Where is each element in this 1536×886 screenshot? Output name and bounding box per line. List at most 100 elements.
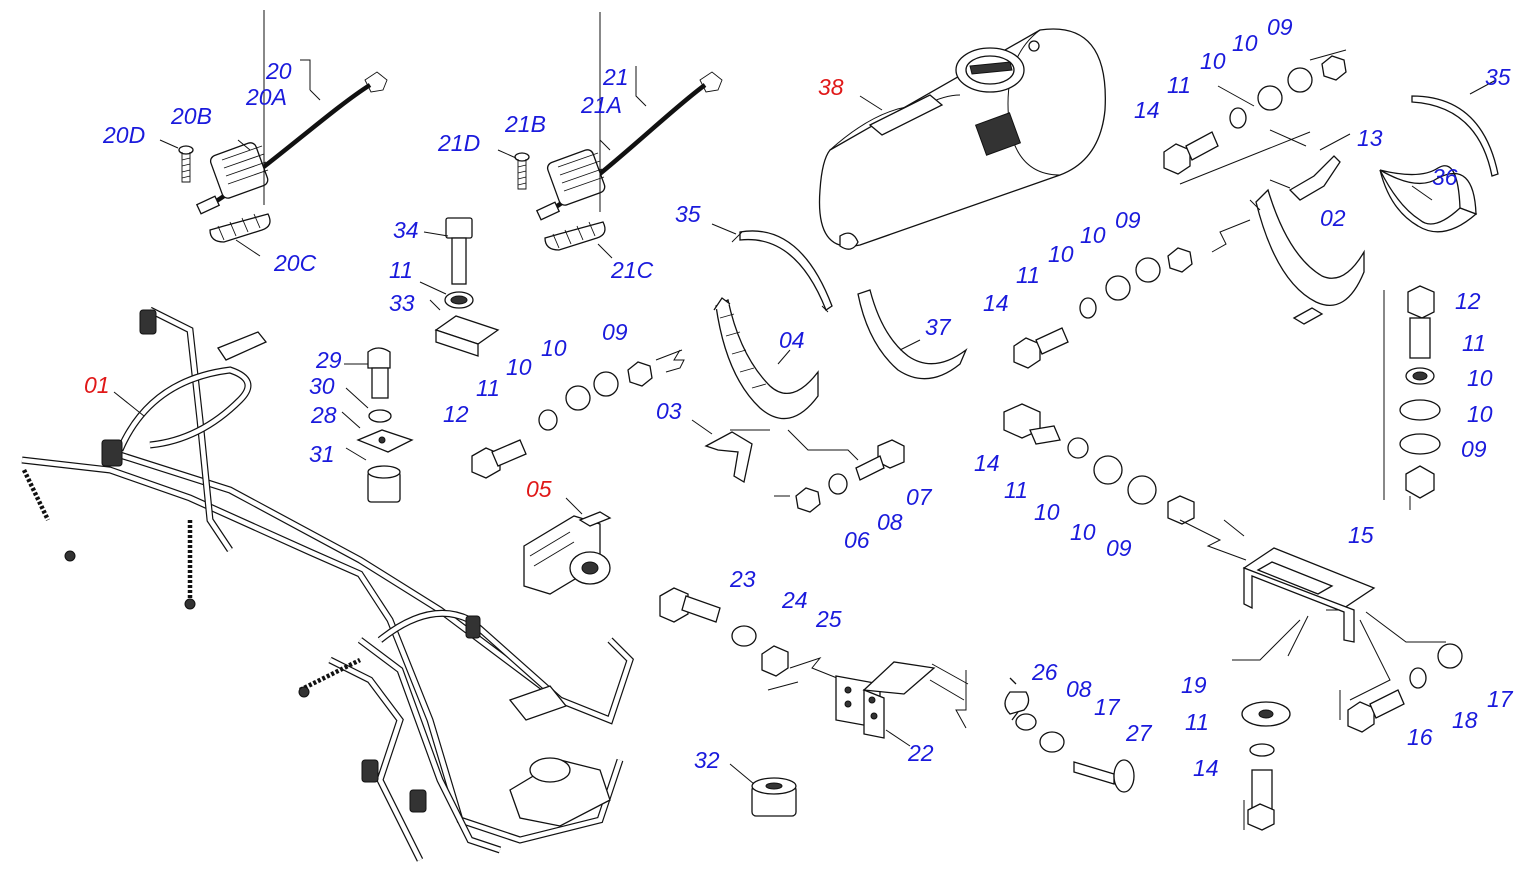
part-label-10-e[interactable]: 10 (1080, 222, 1106, 248)
part-label-09-d[interactable]: 09 (1461, 436, 1487, 462)
part-label-21c[interactable]: 21C (611, 257, 654, 283)
bolt-set-lower (1003, 403, 1247, 561)
part-label-27[interactable]: 27 (1126, 720, 1152, 746)
part-label-12-b[interactable]: 12 (1455, 288, 1481, 314)
part-label-09-e[interactable]: 09 (1106, 535, 1132, 561)
bracket-04 (713, 297, 819, 420)
hose-sleeve-20b (209, 142, 269, 199)
part-label-09-b[interactable]: 09 (1267, 14, 1293, 40)
bolt-34-group (419, 217, 500, 357)
part-label-24[interactable]: 24 (782, 587, 808, 613)
fuel-line-assembly-01 (21, 306, 635, 862)
part-label-11-b[interactable]: 11 (476, 375, 500, 401)
part-label-08-a[interactable]: 08 (877, 509, 903, 535)
part-label-09-c[interactable]: 09 (1115, 207, 1141, 233)
part-label-11-d[interactable]: 11 (1016, 262, 1040, 288)
part-label-33[interactable]: 33 (389, 290, 415, 316)
part-label-14-a[interactable]: 14 (1134, 97, 1160, 123)
part-label-03[interactable]: 03 (656, 398, 682, 424)
part-label-10-d[interactable]: 10 (1200, 48, 1226, 74)
part-label-02[interactable]: 02 (1320, 205, 1346, 231)
part-label-10-g[interactable]: 10 (1467, 365, 1493, 391)
mount-15 (1232, 547, 1446, 701)
bracket-13 (1211, 133, 1351, 253)
part-label-10-j[interactable]: 10 (1070, 519, 1096, 545)
screw-20d (178, 145, 194, 183)
part-label-09-a[interactable]: 09 (602, 319, 628, 345)
part-label-14-d[interactable]: 14 (1193, 755, 1219, 781)
part-label-18[interactable]: 18 (1452, 707, 1478, 733)
part-label-07[interactable]: 07 (906, 484, 932, 510)
part-label-08-b[interactable]: 08 (1066, 676, 1092, 702)
part-label-21d[interactable]: 21D (438, 130, 481, 156)
part-label-06[interactable]: 06 (844, 527, 870, 553)
part-label-13[interactable]: 13 (1357, 125, 1383, 151)
pin-29-group (341, 347, 414, 503)
hose-clamp-20c (209, 213, 271, 243)
part-label-26[interactable]: 26 (1032, 659, 1058, 685)
part-label-20b[interactable]: 20B (171, 103, 212, 129)
bolt-set-19 (1241, 701, 1291, 831)
part-label-22[interactable]: 22 (908, 740, 934, 766)
part-label-11-g[interactable]: 11 (1185, 709, 1209, 735)
strap-35-right (1411, 79, 1499, 177)
part-label-19[interactable]: 19 (1181, 672, 1207, 698)
part-label-10-a[interactable]: 10 (541, 335, 567, 361)
bracket-02 (1249, 188, 1365, 325)
part-label-10-c[interactable]: 10 (1232, 30, 1258, 56)
part-label-17-a[interactable]: 17 (1094, 694, 1120, 720)
part-label-21[interactable]: 21 (603, 64, 629, 90)
band-37 (857, 289, 968, 380)
wing-nut-group-26 (955, 670, 1135, 793)
part-label-38[interactable]: 38 (818, 74, 844, 100)
part-label-17-b[interactable]: 17 (1487, 686, 1513, 712)
strap-35-left (711, 223, 833, 313)
spacer-32 (729, 763, 797, 817)
part-label-10-f[interactable]: 10 (1048, 241, 1074, 267)
part-label-29[interactable]: 29 (316, 347, 342, 373)
part-label-11-a[interactable]: 11 (389, 257, 413, 283)
hose-sleeve-21b (546, 149, 606, 206)
part-label-16[interactable]: 16 (1407, 724, 1433, 750)
bolt-set-mid (1013, 247, 1193, 369)
bolt-set-23 (659, 587, 843, 691)
part-label-20d[interactable]: 20D (103, 122, 146, 148)
fuel-tank-38 (818, 28, 1106, 250)
part-label-35-a[interactable]: 35 (675, 201, 701, 227)
part-label-11-c[interactable]: 11 (1167, 72, 1191, 98)
part-label-14-c[interactable]: 14 (974, 450, 1000, 476)
part-label-11-e[interactable]: 11 (1462, 330, 1486, 356)
part-label-20c[interactable]: 20C (274, 250, 317, 276)
part-label-15[interactable]: 15 (1348, 522, 1374, 548)
bolt-set-07 (774, 429, 905, 513)
part-label-20a[interactable]: 20A (246, 84, 287, 110)
screw-21d (514, 152, 530, 190)
part-label-25[interactable]: 25 (816, 606, 842, 632)
part-label-12-a[interactable]: 12 (443, 401, 469, 427)
part-label-34[interactable]: 34 (393, 217, 419, 243)
part-label-31[interactable]: 31 (309, 441, 335, 467)
bolt-set-right-vertical (1383, 285, 1441, 510)
part-label-20[interactable]: 20 (266, 58, 292, 84)
part-label-28[interactable]: 28 (311, 402, 337, 428)
part-label-21b[interactable]: 21B (505, 111, 546, 137)
part-label-35-b[interactable]: 35 (1485, 64, 1511, 90)
part-label-01[interactable]: 01 (84, 372, 110, 398)
part-label-30[interactable]: 30 (309, 373, 335, 399)
band-36 (1379, 165, 1478, 233)
part-label-10-i[interactable]: 10 (1034, 499, 1060, 525)
part-label-21a[interactable]: 21A (581, 92, 622, 118)
filter-05 (523, 497, 612, 595)
part-label-04[interactable]: 04 (779, 327, 805, 353)
bolt-set-top (1163, 49, 1347, 185)
part-label-23[interactable]: 23 (730, 566, 756, 592)
part-label-14-b[interactable]: 14 (983, 290, 1009, 316)
part-label-32[interactable]: 32 (694, 747, 720, 773)
part-label-05[interactable]: 05 (526, 476, 552, 502)
part-label-36[interactable]: 36 (1432, 164, 1458, 190)
part-label-10-b[interactable]: 10 (506, 354, 532, 380)
part-label-37[interactable]: 37 (925, 314, 951, 340)
part-label-11-f[interactable]: 11 (1004, 477, 1028, 503)
part-label-10-h[interactable]: 10 (1467, 401, 1493, 427)
